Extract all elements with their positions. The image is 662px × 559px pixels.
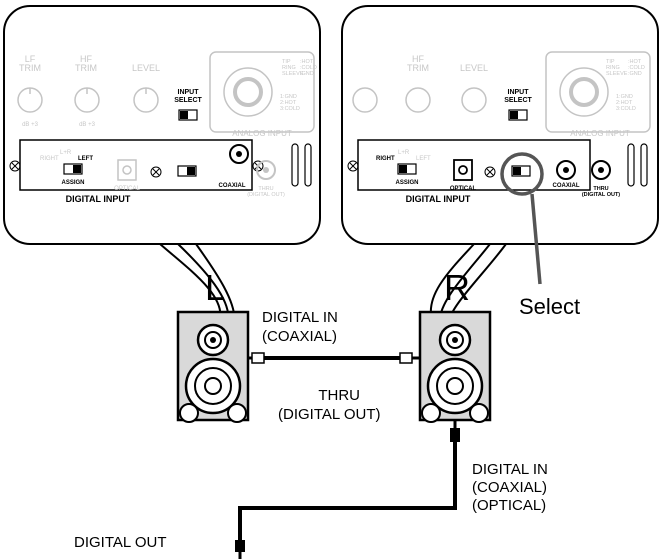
hf-trim-knob-left [74,87,100,113]
coaxial-label-left: COAXIAL [219,183,246,189]
screw-icon [347,160,359,172]
coaxial-label-right: COAXIAL [553,183,580,189]
screw-icon [150,166,162,178]
coaxial-jack-right[interactable] [556,160,576,180]
hf-trim-knob-right [405,87,431,113]
speaker-right-label: R [444,267,470,308]
thru-label-right: THRU(DIGITAL OUT) [582,186,620,198]
coaxial-jack-left[interactable] [229,144,249,164]
level-knob-left [133,87,159,113]
left-panel-callout [3,5,321,245]
level-knob-right [461,87,487,113]
right-option-left: RIGHT [40,156,59,162]
vent-slot [640,143,648,187]
optical-label-left: OPTICAL [114,186,140,192]
combo-jack-left[interactable] [223,67,273,117]
optical-jack-right[interactable] [453,159,473,181]
pin-values-right: :HOT:COLD:GND [628,59,645,77]
right-option-right: RIGHT [376,156,395,162]
thru-line2: (DIGITAL OUT) [278,406,381,423]
coaxial-link-label: DIGITAL IN (COAXIAL) [262,309,338,345]
lf-trim-knob-right [352,87,378,113]
optical-label-right: OPTICAL [450,186,477,192]
input-select-switch-left[interactable] [178,109,198,121]
left-option-left: LEFT [78,156,93,162]
source-label: DIGITAL OUT [74,534,167,551]
select-highlight-circle [500,152,544,196]
lf-db-scale-left: dB +3 [22,122,39,128]
level-label-right: LEVEL [460,63,488,73]
input-label: DIGITAL IN(COAXIAL)(OPTICAL) [472,461,548,514]
analog-input-frame-right [545,51,651,133]
speaker-left-label: L [205,267,225,308]
screw-icon [9,160,21,172]
lf-trim-line2: TRIM [19,63,41,73]
digital-input-label-right: DIGITAL INPUT [406,194,471,204]
select-leader-line [530,193,542,285]
vent-slot [291,143,299,187]
source-switch-right[interactable] [511,165,531,177]
select-label: Select [519,294,580,319]
assign-switch-right[interactable] [397,163,417,175]
coaxial-link-line2: (COAXIAL) [262,328,337,345]
coaxial-cable-between-speakers [248,352,420,364]
combo-jack-right[interactable] [559,67,609,117]
assign-label-right: ASSIGN [395,180,418,186]
left-speaker [176,310,250,423]
thru-jack-right[interactable] [591,160,611,180]
lr-option-left: L+R [60,150,72,156]
coaxial-link-line1: DIGITAL IN [262,309,338,326]
lf-trim-line1: LF [25,54,36,64]
right-speaker [418,310,492,423]
thru-jack-left[interactable] [256,160,276,180]
vent-slot [304,143,312,187]
digital-input-board-right [357,139,591,191]
thru-label-left: THRU(DIGITAL OUT) [247,186,285,198]
input-select-switch-right[interactable] [508,109,528,121]
lr-option-right: L+R [398,150,410,156]
vent-slot [627,143,635,187]
assign-switch-left[interactable] [63,163,83,175]
source-switch-left[interactable] [177,165,197,177]
left-option-right: LEFT [416,156,431,162]
screw-icon [484,166,496,178]
right-panel-callout [341,5,659,245]
source-cable [235,420,460,559]
analog-input-label-left: ANALOG INPUT [232,129,292,138]
analog-input-label-right: ANALOG INPUT [570,129,630,138]
assign-label-left: ASSIGN [61,180,84,186]
lf-trim-knob-left [17,87,43,113]
optical-jack-left[interactable] [117,159,137,181]
level-label-left: LEVEL [132,63,160,73]
thru-line1: THRU [318,387,360,404]
analog-input-frame-left [209,51,315,133]
hf-db-scale-left: dB +3 [79,122,96,128]
thru-label: THRU (DIGITAL OUT) [278,387,381,423]
digital-input-label-left: DIGITAL INPUT [66,194,131,204]
pin-values-left: :HOT:COLD:GND [300,59,317,77]
